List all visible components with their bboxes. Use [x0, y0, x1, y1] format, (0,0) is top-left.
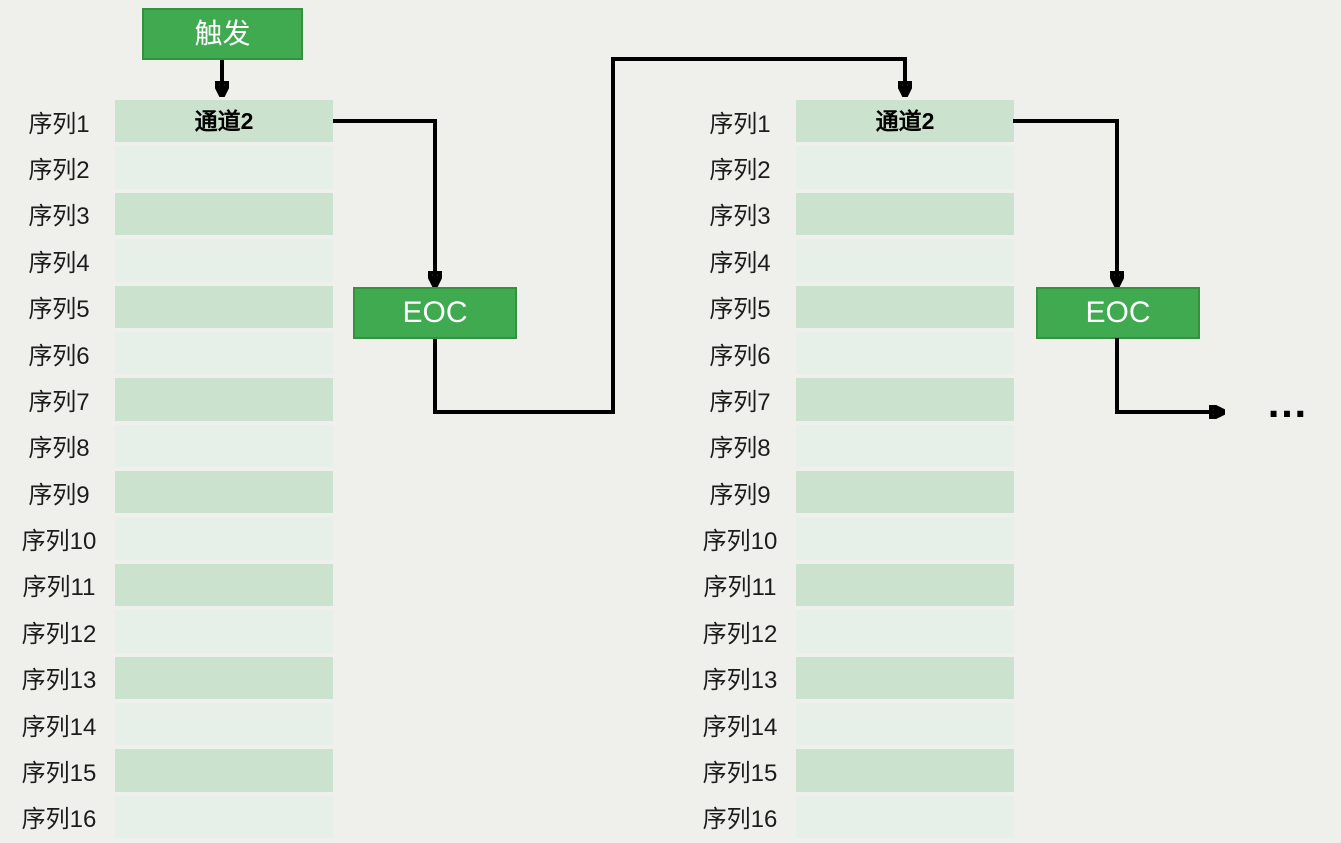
- sequence-row: [796, 192, 1014, 236]
- eoc-label: EOC: [402, 296, 468, 329]
- channel-cell-label: 通道2: [875, 107, 935, 134]
- sequence-row: [796, 239, 1014, 282]
- sequence-row: [115, 331, 333, 375]
- sequence-row: [115, 795, 333, 838]
- sequence-row: [796, 378, 1014, 421]
- sequence-label: 序列16: [21, 806, 97, 834]
- trigger-label: 触发: [194, 18, 251, 49]
- sequence-row: [115, 471, 333, 514]
- sequence-table-1: 通道2: [115, 100, 333, 838]
- sequence-label: 序列4: [28, 249, 90, 277]
- sequence-row: [115, 656, 333, 699]
- sequence-row: [796, 471, 1014, 514]
- sequence-label: 序列2: [709, 157, 771, 185]
- eoc-box-1: EOC: [353, 287, 517, 339]
- sequence-label: 序列15: [702, 759, 778, 787]
- sequence-row: [115, 192, 333, 236]
- sequence-label: 序列6: [709, 342, 771, 370]
- sequence-row: [796, 517, 1014, 560]
- sequence-row: 通道2: [796, 100, 1014, 143]
- sequence-row: [796, 424, 1014, 467]
- sequence-label: 序列10: [21, 528, 97, 556]
- sequence-label: 序列12: [21, 620, 97, 648]
- sequence-label: 序列2: [28, 157, 90, 185]
- sequence-label: 序列13: [21, 667, 97, 695]
- sequence-row: [796, 146, 1014, 189]
- channel2-to-eoc2-arrow: [1013, 119, 1117, 286]
- sequence-label: 序列5: [709, 296, 771, 324]
- sequence-labels-column-2: 序列1 序列2 序列3 序列4 序列5 序列6 序列7 序列8 序列9 序列10 序列11 序列12 序…: [685, 100, 795, 838]
- eoc-box-2: EOC: [1036, 287, 1200, 339]
- eoc2-continue-arrow: [1115, 338, 1224, 412]
- sequence-row: [796, 795, 1014, 838]
- eoc-label: EOC: [1085, 296, 1151, 329]
- sequence-label: 序列3: [709, 203, 771, 231]
- sequence-row: [796, 563, 1014, 607]
- sequence-label: 序列14: [702, 713, 778, 741]
- channel-cell-label: 通道2: [194, 107, 254, 134]
- sequence-table-2: 通道2: [796, 100, 1014, 838]
- sequence-row: [115, 749, 333, 792]
- sequence-label: 序列13: [702, 667, 778, 695]
- sequence-label: 序列5: [28, 296, 90, 324]
- sequence-row: [115, 424, 333, 467]
- sequence-label: 序列8: [28, 435, 90, 463]
- sequence-row: 通道2: [115, 100, 333, 143]
- sequence-label: 序列7: [709, 388, 771, 416]
- sequence-label: 序列16: [702, 806, 778, 834]
- sequence-label: 序列8: [709, 435, 771, 463]
- sequence-row: [115, 239, 333, 282]
- sequence-label: 序列10: [702, 528, 778, 556]
- sequence-row: [796, 656, 1014, 699]
- sequence-row: [796, 610, 1014, 653]
- sequence-label: 序列14: [21, 713, 97, 741]
- trigger-box: 触发: [142, 8, 303, 60]
- sequence-row: [115, 378, 333, 421]
- sequence-label: 序列6: [28, 342, 90, 370]
- sequence-label: 序列11: [703, 574, 777, 602]
- sequence-label: 序列12: [702, 620, 778, 648]
- sequence-label: 序列15: [21, 759, 97, 787]
- sequence-row: [796, 702, 1014, 746]
- sequence-row: [115, 517, 333, 560]
- sequence-row: [115, 146, 333, 189]
- sequence-row: [115, 610, 333, 653]
- sequence-label: 序列1: [28, 110, 90, 138]
- sequence-label: 序列1: [709, 110, 771, 138]
- sequence-label: 序列9: [709, 481, 771, 509]
- sequence-label: 序列4: [709, 249, 771, 277]
- sequence-label: 序列9: [28, 481, 90, 509]
- channel1-to-eoc1-arrow: [333, 119, 435, 286]
- sequence-row: [115, 563, 333, 607]
- sequence-label: 序列7: [28, 388, 90, 416]
- continuation-ellipsis: …: [1266, 379, 1310, 426]
- sequence-label: 序列11: [22, 574, 96, 602]
- sequence-row: [115, 285, 333, 328]
- sequence-row: [796, 331, 1014, 375]
- sequence-label: 序列3: [28, 203, 90, 231]
- sequence-row: [796, 749, 1014, 792]
- sequence-labels-column-1: 序列1 序列2 序列3 序列4 序列5 序列6 序列7 序列8 序列9 序列10 序列11 序列12 序…: [4, 100, 114, 838]
- sequence-row: [115, 702, 333, 746]
- sequence-row: [796, 285, 1014, 328]
